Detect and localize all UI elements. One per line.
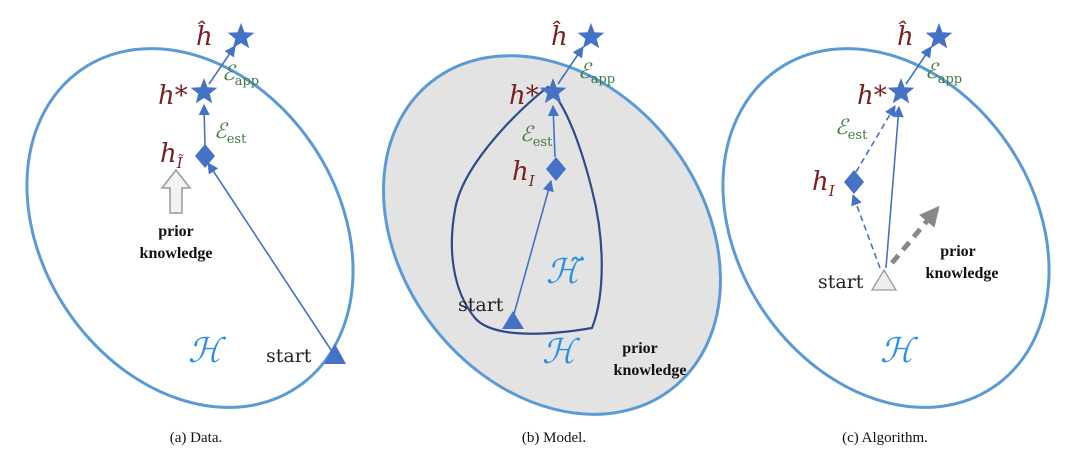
start-to-hI-arrow [513, 179, 554, 315]
eps-est-label: ℰest [214, 119, 247, 147]
prior-knowledge-label: prior [158, 223, 194, 240]
start-triangle-marker [870, 268, 898, 291]
hI-to-hstar-arrow [198, 103, 210, 149]
hstar-to-hhat-arrow [557, 46, 584, 85]
hstar-star-marker [190, 78, 218, 104]
eps-est-label: ℰest [835, 115, 868, 143]
eps-app-label: ℰapp [925, 59, 962, 87]
hhat-star-marker [925, 23, 953, 49]
prior-knowledge-label-line2: knowledge [926, 265, 999, 282]
eps-est-label: ℰest [520, 122, 553, 150]
start-to-hstar-arrow [885, 105, 904, 269]
eps-app-label: ℰapp [222, 61, 259, 89]
hI-label: hI [512, 157, 536, 190]
panel-model: ĥ h* hI ℰapp ℰest ℋ̃ ℋ start prior knowl… [382, 20, 722, 446]
hypothesis-space-ellipse [382, 54, 722, 416]
eps-app-label: ℰapp [578, 59, 615, 87]
panel-caption: (a) Data. [170, 430, 222, 446]
panel-data: ĥ h* hĨ ℰapp ℰest prior knowledge ℋ star… [25, 20, 355, 446]
hypothesis-space-ellipse [721, 47, 1051, 409]
prior-knowledge-label-line2: knowledge [140, 245, 213, 262]
hhat-star-marker [577, 23, 605, 49]
hI-to-hstar-arrow [547, 104, 559, 158]
hhat-star-marker [227, 23, 255, 49]
hhat-label: ĥ [196, 20, 213, 52]
start-to-hI-arrow [207, 162, 334, 354]
panel-algorithm: ĥ h* hI ℰapp ℰest prior knowledge start … [721, 20, 1051, 446]
prior-knowledge-hollow-arrow [160, 168, 192, 214]
hhat-label: ĥ [897, 20, 914, 52]
hstar-to-hhat-arrow [905, 46, 932, 85]
panel-caption: (b) Model. [522, 430, 586, 446]
prior-knowledge-label-line2: knowledge [614, 362, 687, 379]
start-triangle-marker [502, 311, 524, 329]
hI-diamond-marker [546, 157, 566, 181]
panel-caption: (c) Algorithm. [842, 430, 928, 446]
hI-label: hĨ [160, 139, 184, 172]
start-label: start [818, 271, 864, 293]
hstar-label: h* [857, 81, 887, 111]
hstar-label: h* [509, 81, 539, 111]
hypothesis-space-label: ℋ [188, 331, 227, 371]
hhat-label: ĥ [551, 20, 568, 52]
hI-label: hI [812, 167, 836, 200]
prior-knowledge-label: prior [940, 243, 976, 260]
restricted-space-label: ℋ̃ [546, 252, 585, 292]
hstar-star-marker [539, 78, 567, 104]
hI-diamond-marker [844, 170, 864, 194]
hstar-star-marker [887, 78, 915, 104]
start-label: start [458, 294, 504, 316]
hI-diamond-marker [195, 144, 215, 168]
hypothesis-space-label: ℋ [542, 332, 581, 372]
hI-to-hstar-dashed-arrow [855, 105, 896, 173]
hstar-to-hhat-arrow [208, 45, 236, 85]
hypothesis-space-label: ℋ [880, 331, 919, 371]
hstar-label: h* [158, 81, 188, 111]
start-to-hI-dashed-arrow [851, 193, 881, 269]
prior-knowledge-dashed-arrow [890, 205, 940, 265]
start-triangle-marker [324, 344, 346, 364]
restricted-space-outline [450, 85, 603, 335]
prior-knowledge-label: prior [622, 340, 658, 357]
hypothesis-space-ellipse [25, 47, 355, 409]
start-label: start [266, 345, 312, 367]
